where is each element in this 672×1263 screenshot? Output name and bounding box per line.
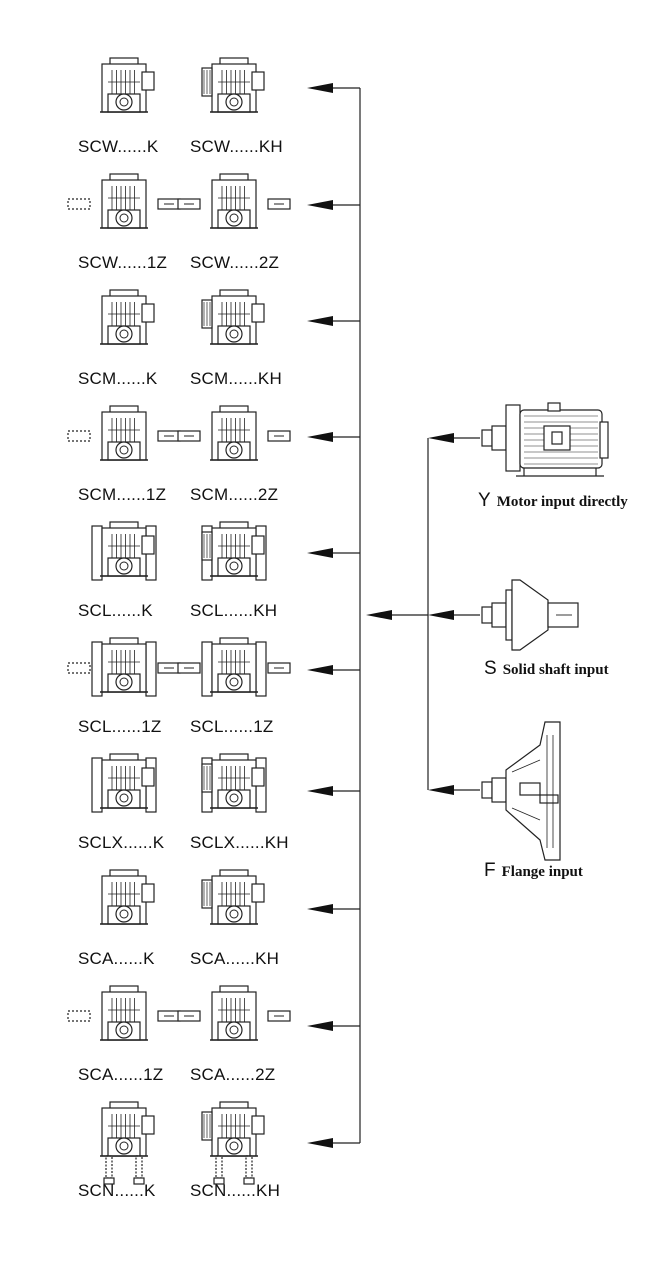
model-label-3-right: SCM......KH xyxy=(190,369,282,388)
input-bracket xyxy=(427,433,480,795)
gearbox-2-left xyxy=(67,173,181,229)
model-label-5-right: SCL......KH xyxy=(190,601,278,620)
input-code-flange: F xyxy=(484,860,496,881)
input-desc-motor: Motor input directly xyxy=(496,494,628,510)
gearbox-9-right xyxy=(177,985,291,1041)
gearbox-6-left xyxy=(67,637,181,697)
model-label-7-left: SCLX......K xyxy=(78,833,165,852)
gearbox-10-right xyxy=(201,1101,265,1185)
model-label-10-left: SCN......K xyxy=(78,1181,156,1200)
row-arrow xyxy=(307,316,360,326)
input-code-motor: Y xyxy=(478,490,491,511)
model-label-4-left: SCM......1Z xyxy=(78,485,167,504)
input-desc-flange: Flange input xyxy=(501,864,583,880)
input-label-shaft: S Solid shaft input xyxy=(484,658,609,680)
model-label-7-right: SCLX......KH xyxy=(190,833,289,852)
model-label-1-right: SCW......KH xyxy=(190,137,283,156)
gearbox-2-right xyxy=(177,173,291,229)
model-label-4-right: SCM......2Z xyxy=(190,485,279,504)
gearbox-4-left xyxy=(67,405,181,461)
motor-icon xyxy=(481,402,609,477)
model-label-3-left: SCM......K xyxy=(78,369,158,388)
row-arrow xyxy=(307,432,360,442)
input-arrow xyxy=(428,785,480,795)
gearbox-7-right xyxy=(201,753,267,813)
model-label-6-right: SCL......1Z xyxy=(190,717,274,736)
link-arrow xyxy=(366,610,428,620)
gearbox-5-right xyxy=(201,521,267,581)
flange-input-icon xyxy=(481,721,561,861)
gearbox-3-left xyxy=(100,289,155,345)
gearbox-6-right xyxy=(177,637,291,697)
input-code-shaft: S xyxy=(484,658,497,679)
model-label-6-left: SCL......1Z xyxy=(78,717,162,736)
gearbox-7-left xyxy=(91,753,157,813)
row-arrow xyxy=(307,548,360,558)
model-label-2-right: SCW......2Z xyxy=(190,253,280,272)
gearbox-1-right xyxy=(201,57,265,113)
row-arrow xyxy=(307,1021,360,1031)
model-label-2-left: SCW......1Z xyxy=(78,253,168,272)
model-label-8-left: SCA......K xyxy=(78,949,155,968)
gearbox-9-left xyxy=(67,985,181,1041)
model-label-1-left: SCW......K xyxy=(78,137,159,156)
gearbox-8-left xyxy=(100,869,155,925)
model-label-9-left: SCA......1Z xyxy=(78,1065,164,1084)
gearbox-10-left xyxy=(100,1101,155,1185)
input-arrow xyxy=(428,433,480,443)
input-label-flange: F Flange input xyxy=(484,860,583,882)
input-arrow xyxy=(428,610,480,620)
gearbox-5-left xyxy=(91,521,157,581)
model-label-8-right: SCA......KH xyxy=(190,949,280,968)
model-label-10-right: SCN......KH xyxy=(190,1181,281,1200)
model-label-9-right: SCA......2Z xyxy=(190,1065,276,1084)
row-arrow xyxy=(307,200,360,210)
gearbox-4-right xyxy=(177,405,291,461)
row-arrow xyxy=(307,665,360,675)
model-label-5-left: SCL......K xyxy=(78,601,153,620)
shaft-input-icon xyxy=(481,579,579,651)
input-desc-shaft: Solid shaft input xyxy=(502,662,609,678)
gearbox-3-right xyxy=(201,289,265,345)
row-arrow xyxy=(307,1138,360,1148)
output-bracket xyxy=(307,83,361,1148)
row-arrow xyxy=(307,904,360,914)
row-arrow xyxy=(307,83,360,93)
row-arrow xyxy=(307,786,360,796)
gearbox-8-right xyxy=(201,869,265,925)
gearbox-1-left xyxy=(100,57,155,113)
input-label-motor: Y Motor input directly xyxy=(478,490,628,512)
